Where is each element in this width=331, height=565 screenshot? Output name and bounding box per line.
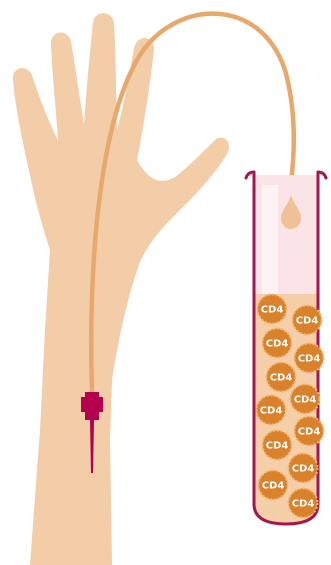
cd4-cell: CD4 (295, 417, 324, 446)
cd4-cell: CD4 (289, 489, 318, 518)
cd4-cell-label: CD4 (296, 316, 319, 327)
cd4-cell: CD4 (295, 344, 324, 373)
cd4-cell-label: CD4 (266, 339, 289, 350)
cd4-cell-label: CD4 (260, 406, 283, 417)
cd4-cell-label: CD4 (270, 373, 293, 384)
cd4-cell: CD4 (291, 385, 320, 414)
cd4-cell: CD4 (263, 329, 292, 358)
cd4-cell-label: CD4 (292, 499, 315, 510)
cd4-cell: CD4 (257, 396, 286, 425)
cd4-cell-label: CD4 (292, 464, 315, 475)
cd4-cell-label: CD4 (266, 441, 289, 452)
cd4-cell-label: CD4 (261, 305, 284, 316)
cd4-cell-label: CD4 (262, 481, 285, 492)
cd4-cell: CD4 (258, 295, 287, 324)
cd4-cell: CD4 (263, 431, 292, 460)
cd4-cell: CD4 (293, 306, 322, 335)
cd4-cell-label: CD4 (298, 354, 321, 365)
cd4-cell: CD4 (267, 363, 296, 392)
cd4-cell-label: CD4 (294, 395, 317, 406)
cd4-cell: CD4 (289, 454, 318, 483)
cd4-cell: CD4 (259, 471, 288, 500)
cd4-cell-label: CD4 (298, 427, 321, 438)
